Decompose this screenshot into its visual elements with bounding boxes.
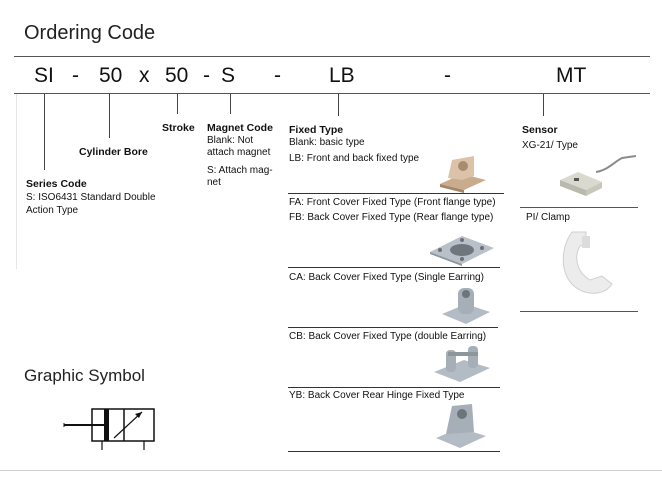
- fixed-rule: [288, 193, 504, 194]
- fixed-yb: YB: Back Cover Rear Hinge Fixed Type: [289, 390, 465, 401]
- cb-earring-image: [434, 346, 490, 382]
- bore-heading: Cylinder Bore: [79, 146, 148, 158]
- magnet-leader: [230, 94, 231, 114]
- code-dash: -: [72, 64, 79, 87]
- cylinder-symbol-icon: [63, 408, 155, 450]
- code-dash: -: [203, 64, 210, 87]
- graphic-symbol-heading: Graphic Symbol: [24, 366, 145, 385]
- fixed-ca: CA: Back Cover Fixed Type (Single Earrin…: [289, 272, 484, 283]
- bore-leader: [109, 94, 110, 138]
- stroke-heading: Stroke: [162, 122, 195, 134]
- clamp-image: [562, 231, 613, 294]
- sensor-rule: [520, 207, 638, 208]
- magnet-line: Blank: Not: [207, 135, 254, 146]
- code-x: x: [139, 64, 150, 87]
- left-faint-rule: [16, 94, 17, 269]
- page-title: Ordering Code: [24, 22, 156, 44]
- fixed-rule: [288, 327, 498, 328]
- magnet-line: attach magnet: [207, 147, 271, 158]
- code-bottom-rule: [14, 93, 650, 94]
- fixed-rule: [288, 451, 500, 452]
- sensor-rule: [520, 311, 638, 312]
- code-fixed: LB: [329, 64, 355, 87]
- code-dash: -: [444, 64, 451, 87]
- magnet-heading: Magnet Code: [207, 122, 273, 134]
- fixed-blank: Blank: basic type: [289, 137, 365, 148]
- sensor-clamp: PI/ Clamp: [526, 212, 570, 223]
- sensor-leader: [543, 94, 544, 116]
- code-magnet: S: [221, 64, 236, 87]
- sensor-image: [560, 155, 636, 196]
- fixed-rule: [288, 387, 500, 388]
- fixed-fb: FB: Back Cover Fixed Type (Rear flange t…: [289, 212, 494, 223]
- sensor-heading: Sensor: [522, 124, 558, 136]
- fixed-fa: FA: Front Cover Fixed Type (Front flange…: [289, 197, 496, 208]
- code-top-rule: [14, 56, 650, 57]
- series-heading: Series Code: [26, 178, 87, 190]
- series-text: S: ISO6431 Standard Double Action Type: [26, 192, 156, 216]
- fixed-cb: CB: Back Cover Fixed Type (double Earrin…: [289, 331, 487, 342]
- sensor-type: XG-21/ Type: [522, 140, 578, 151]
- ca-earring-image: [442, 288, 490, 324]
- code-dash: -: [274, 64, 281, 87]
- code-series: SI: [34, 64, 54, 87]
- fixed-leader: [338, 94, 339, 116]
- code-stroke: 50: [165, 64, 189, 87]
- fixed-lb: LB: Front and back fixed type: [289, 153, 420, 164]
- magnet-line: net: [207, 177, 221, 188]
- lb-bracket-image: [440, 156, 486, 193]
- yb-hinge-image: [436, 404, 486, 448]
- magnet-line: S: Attach mag-: [207, 165, 273, 176]
- code-sensor: MT: [556, 64, 587, 87]
- fixed-heading: Fixed Type: [289, 124, 344, 136]
- flange-image: [430, 236, 494, 266]
- fixed-rule: [288, 267, 500, 268]
- code-bore: 50: [99, 64, 123, 87]
- stroke-leader: [177, 94, 178, 114]
- page-bottom-rule: [0, 470, 662, 471]
- series-leader: [44, 94, 45, 170]
